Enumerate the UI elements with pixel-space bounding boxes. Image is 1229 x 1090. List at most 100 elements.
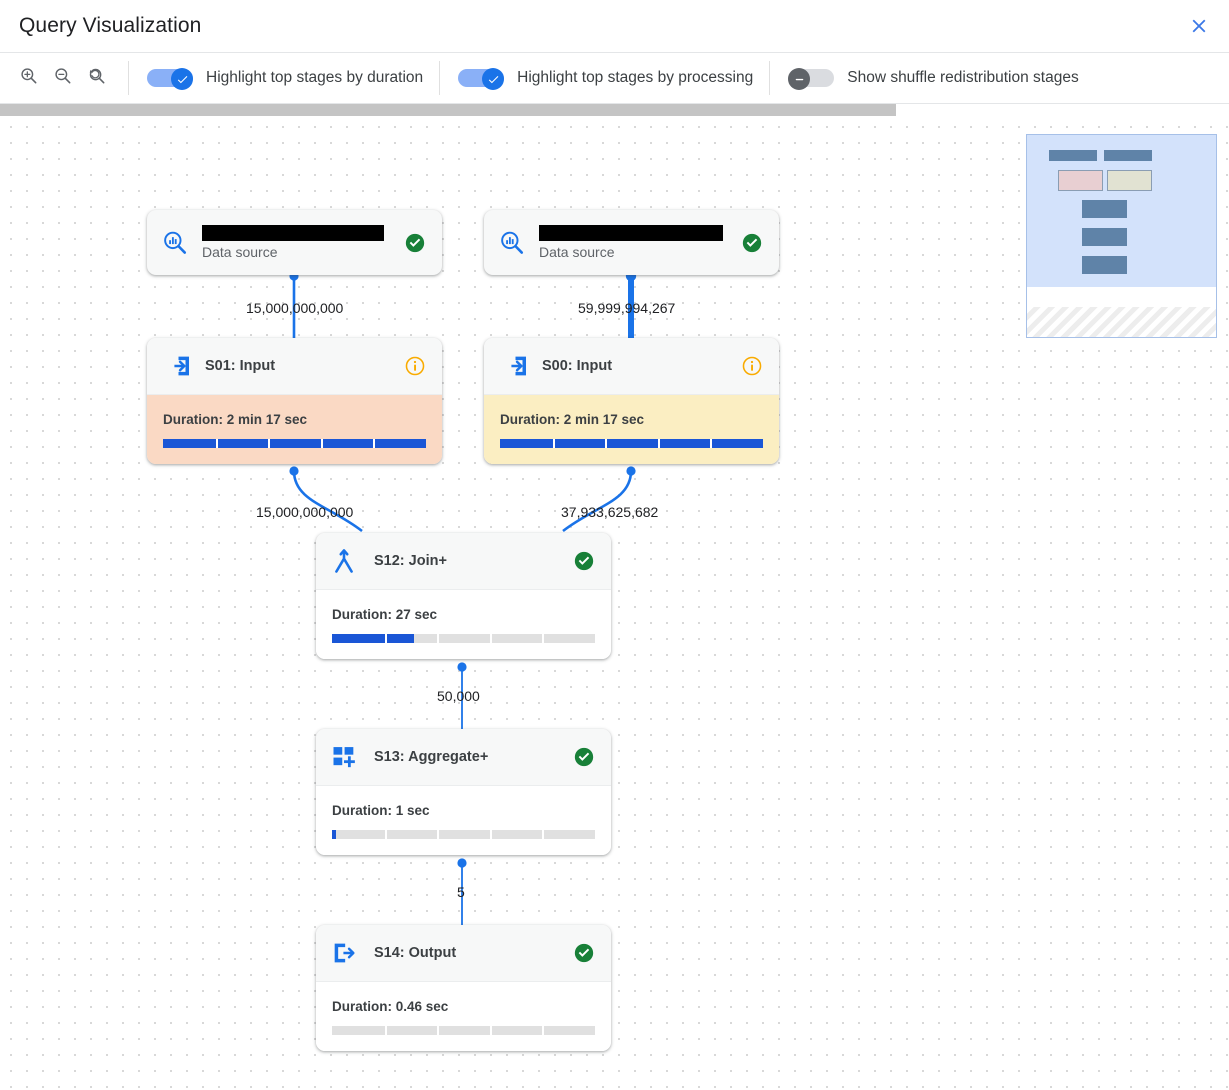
zoom-reset-button[interactable] (80, 61, 114, 95)
stage-progress-bar (332, 1026, 595, 1035)
stage-node-s00[interactable]: S00: Input Duration: 2 min 17 sec (484, 338, 779, 464)
toggle-show-shuffle-stages[interactable]: Show shuffle redistribution stages (770, 53, 1095, 103)
stage-body: Duration: 1 sec (316, 786, 611, 855)
edge-label-rows: 50,000 (437, 688, 480, 704)
edge-label-rows: 5 (457, 884, 465, 900)
stage-title: S01: Input (205, 358, 276, 374)
minus-icon (795, 78, 804, 80)
edge-label-rows: 15,000,000,000 (246, 300, 344, 316)
stage-duration: Duration: 2 min 17 sec (163, 412, 308, 427)
switch-thumb-check (171, 68, 193, 90)
zoom-in-button[interactable] (12, 61, 46, 95)
toggle-highlight-duration[interactable]: Highlight top stages by duration (129, 53, 439, 103)
minimap-node (1082, 200, 1127, 218)
status-badge-info[interactable] (404, 355, 426, 377)
stage-body: Duration: 2 min 17 sec (147, 395, 442, 464)
data-source-node[interactable]: Data source (147, 210, 442, 275)
stage-body: Duration: 0.46 sec (316, 982, 611, 1051)
data-source-name-redacted (202, 225, 384, 241)
zoom-reset-icon (87, 66, 107, 91)
stage-duration: Duration: 27 sec (332, 607, 438, 622)
toggle-label-duration: Highlight top stages by duration (206, 69, 424, 86)
minimap-node (1082, 228, 1127, 246)
graph-minimap[interactable] (1026, 134, 1217, 338)
edge-label-rows: 15,000,000,000 (256, 504, 354, 520)
status-badge-success (573, 550, 595, 572)
minimap-node-highlight-peach (1058, 170, 1103, 191)
status-badge-success (741, 232, 763, 254)
stage-node-s14[interactable]: S14: Output Duration: 0.46 sec (316, 925, 611, 1051)
data-source-node[interactable]: Data source (484, 210, 779, 275)
stage-node-s01[interactable]: S01: Input Duration: 2 min 17 sec (147, 338, 442, 464)
stage-body: Duration: 2 min 17 sec (484, 395, 779, 464)
switch-thumb-check (482, 68, 505, 90)
stage-title: S12: Join+ (374, 553, 447, 569)
progress-fill (163, 439, 426, 448)
toolbar-divider-2 (439, 61, 441, 95)
graph-canvas[interactable]: 15,000,000,000 59,999,994,267 15,000,000… (0, 116, 1229, 1090)
data-source-name-redacted (539, 225, 723, 241)
zoom-controls (0, 53, 128, 103)
check-icon (177, 75, 187, 83)
status-badge-success (404, 232, 426, 254)
graph-edges (289, 270, 637, 925)
dialog-header: Query Visualization (0, 0, 1229, 52)
toggle-switch-on[interactable] (147, 68, 193, 90)
progress-fill (332, 830, 336, 839)
stage-header: S14: Output (316, 925, 611, 982)
status-badge-success (573, 746, 595, 768)
data-source-text: Data source (202, 225, 404, 260)
zoom-out-button[interactable] (46, 61, 80, 95)
progress-fill (500, 439, 763, 448)
status-badge-info[interactable] (741, 355, 763, 377)
stage-header: S01: Input (147, 338, 442, 395)
minimap-node (1049, 150, 1097, 161)
progress-fill (332, 634, 414, 643)
horizontal-scrollbar[interactable] (0, 104, 1229, 116)
check-icon (488, 75, 499, 83)
stage-node-s12[interactable]: S12: Join+ Duration: 27 sec (316, 533, 611, 659)
stage-progress-bar (500, 439, 763, 448)
stage-body: Duration: 27 sec (316, 590, 611, 659)
stage-header: S00: Input (484, 338, 779, 395)
data-source-search-icon (162, 230, 188, 256)
status-badge-success (573, 942, 595, 964)
stage-title: S13: Aggregate+ (374, 749, 489, 765)
stage-node-s13[interactable]: S13: Aggregate+ Duration: 1 sec (316, 729, 611, 855)
stage-header: S12: Join+ (316, 533, 611, 590)
stage-progress-bar (163, 439, 426, 448)
scrollbar-thumb[interactable] (0, 104, 896, 116)
data-source-subtitle: Data source (539, 244, 615, 260)
close-icon (1188, 15, 1210, 37)
stage-title: S14: Output (374, 945, 457, 961)
close-button[interactable] (1181, 8, 1217, 44)
toggle-highlight-processing[interactable]: Highlight top stages by processing (440, 53, 769, 103)
toolbar-divider-1 (128, 61, 129, 95)
input-arrow-icon (161, 352, 189, 380)
join-merge-icon (330, 547, 358, 575)
stage-progress-bar (332, 634, 595, 643)
edge-label-rows: 37,933,625,682 (561, 504, 659, 520)
data-source-subtitle: Data source (202, 244, 278, 260)
toolbar-divider-3 (769, 61, 771, 95)
aggregate-grid-plus-icon (330, 743, 358, 771)
toggle-label-shuffle: Show shuffle redistribution stages (847, 69, 1079, 86)
toggle-switch-on[interactable] (458, 68, 505, 90)
stage-header: S13: Aggregate+ (316, 729, 611, 786)
stage-progress-bar (332, 830, 595, 839)
switch-thumb-minus (788, 68, 811, 90)
edge-label-rows: 59,999,994,267 (578, 300, 676, 316)
toggle-label-processing: Highlight top stages by processing (517, 69, 754, 86)
minimap-node (1082, 256, 1127, 274)
data-source-search-icon (499, 230, 525, 256)
input-arrow-icon (498, 352, 526, 380)
minimap-offscreen-hatch (1027, 307, 1216, 337)
page-title: Query Visualization (19, 14, 202, 37)
zoom-out-icon (53, 66, 73, 91)
visualization-toolbar: Highlight top stages by duration Highlig… (0, 52, 1229, 104)
minimap-node-highlight-yellow (1107, 170, 1152, 191)
stage-title: S00: Input (542, 358, 613, 374)
toggle-switch-off[interactable] (788, 68, 835, 90)
stage-duration: Duration: 1 sec (332, 803, 430, 818)
stage-duration: Duration: 2 min 17 sec (500, 412, 645, 427)
